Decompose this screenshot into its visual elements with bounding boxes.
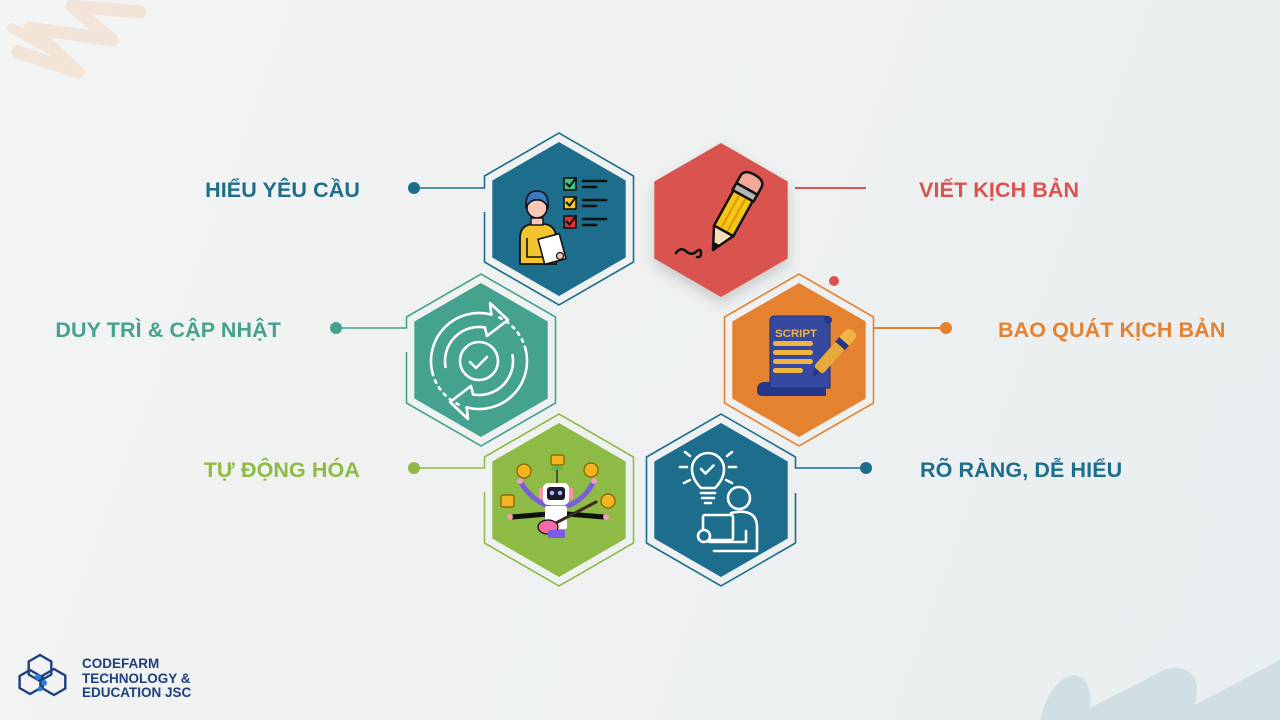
step-label-hieu-yeu-cau: HIỂU YÊU CẦU	[205, 178, 360, 202]
hexagon-bao-quat-kich-ban: SCRIPT	[723, 273, 952, 447]
connector-dot	[330, 322, 342, 334]
script-scroll-icon: SCRIPT	[757, 315, 857, 396]
company-name-line-2: TECHNOLOGY &	[82, 670, 191, 686]
wave-shape-decoration	[1040, 660, 1280, 720]
hexagon-viet-kich-ban	[654, 143, 866, 297]
hexagon-duy-tri-cap-nhat	[330, 273, 557, 447]
connector-dot	[940, 322, 952, 334]
step-label-duy-tri-cap-nhat: DUY TRÌ & CẬP NHẬT	[55, 318, 281, 342]
lightbulb-person-icon	[678, 450, 759, 553]
sync-check-icon	[429, 301, 529, 421]
brush-stroke-decoration	[7, 0, 147, 79]
checklist-person-icon	[519, 176, 608, 266]
script-label: SCRIPT	[775, 328, 817, 340]
multitask-robot-icon	[500, 454, 616, 538]
step-label-viet-kich-ban: VIẾT KỊCH BẢN	[919, 178, 1080, 202]
step-label-tu-dong-hoa: TỰ ĐỘNG HÓA	[203, 458, 360, 482]
pencil-icon	[674, 170, 764, 259]
connector-dot	[408, 462, 420, 474]
company-name: CODEFARM TECHNOLOGY & EDUCATION JSC	[82, 656, 192, 701]
step-label-bao-quat-kich-ban: BAO QUÁT KỊCH BẢN	[998, 318, 1226, 342]
step-label-ro-rang-de-hieu: RÕ RÀNG, DỄ HIỂU	[920, 458, 1123, 482]
accent-dot	[829, 276, 839, 286]
company-name-line-3: EDUCATION JSC	[82, 685, 192, 700]
connector-dot	[408, 182, 420, 194]
hexagon-hieu-yeu-cau	[408, 132, 635, 306]
hexagon-ro-rang-de-hieu	[645, 413, 872, 587]
company-name-line-1: CODEFARM	[82, 656, 160, 671]
connector-dot	[860, 462, 872, 474]
hexagon-tu-dong-hoa	[408, 413, 635, 587]
